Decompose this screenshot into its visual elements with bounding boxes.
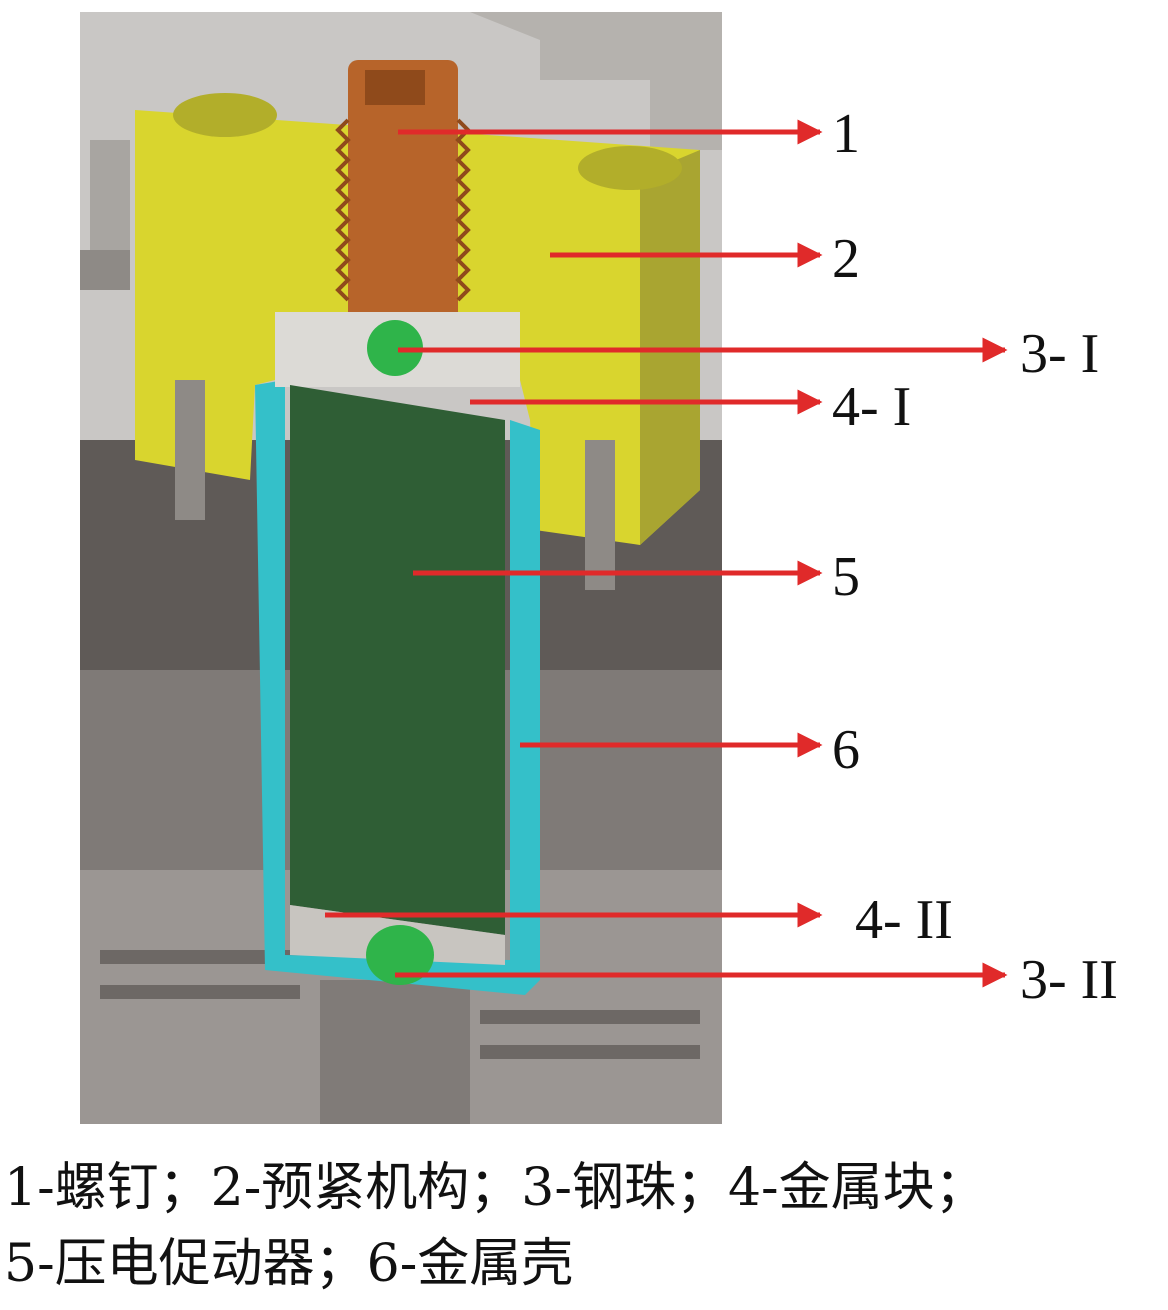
left-nut [80,250,130,290]
callout-label-3-1: 3- I [1020,323,1099,385]
caption-line-1: 1-螺钉；2-预紧机构；3-钢珠；4-金属块； [4,1158,987,1218]
callout-label-5: 5 [832,546,860,608]
steel-ball-upper [367,320,423,376]
preload-hole-right [578,146,682,190]
guide-pin-right [585,440,615,590]
metal-shell [255,380,540,995]
rail-right-2 [480,1045,700,1059]
preload-hole-left [173,93,277,137]
rail-left-2 [100,985,300,999]
lower-support-post [320,980,470,1124]
actuator-assembly-diagram: 1 2 3- I 4- I 5 6 4- II 3- II [80,12,1118,1124]
callout-label-1: 1 [832,103,860,165]
screw-thread-right [455,118,471,302]
callout-label-4-1: 4- I [832,376,911,438]
callout-label-6: 6 [832,719,860,781]
preload-frame [135,110,700,545]
callout-label-2: 2 [832,228,860,290]
callout-label-4-2: 4- II [855,889,953,951]
metal-shell-body [255,380,540,995]
top-right-mechanism [470,12,722,150]
callout-arrows [325,119,1008,988]
caption-line-2: 5-压电促动器；6-金属壳 [4,1234,574,1294]
rail-left-1 [100,950,300,964]
figure-caption: 1-螺钉；2-预紧机构；3-钢珠；4-金属块； 5-压电促动器；6-金属壳 [4,1150,1164,1302]
screw-head-socket [365,70,425,105]
screw [335,60,471,340]
guide-pin-left [175,380,205,520]
left-bolt [90,140,130,250]
piezo-actuator [290,385,505,935]
callout-label-3-2: 3- II [1020,949,1118,1011]
screw-thread-left [335,118,351,302]
steel-ball-lower [366,925,434,985]
callout-labels: 1 2 3- I 4- I 5 6 4- II 3- II [832,103,1118,1011]
rail-right-1 [480,1010,700,1024]
